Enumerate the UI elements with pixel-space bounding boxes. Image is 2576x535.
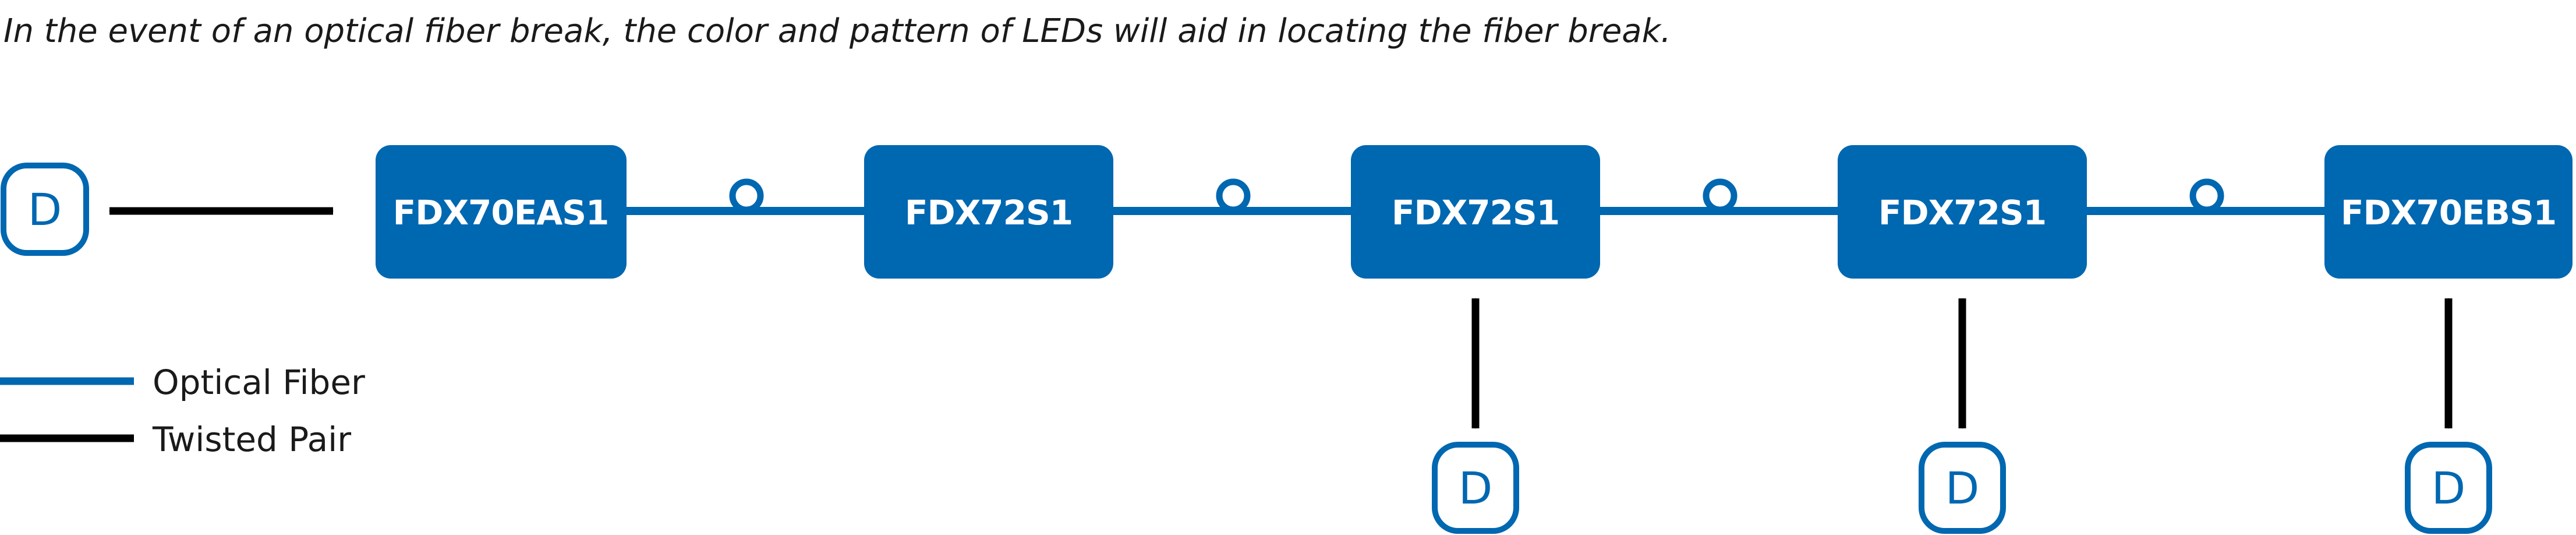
device-box — [1432, 442, 1519, 534]
led-indicators — [729, 178, 2224, 213]
device-letter: D — [1459, 462, 1493, 514]
converter-node-2: FDX72S1 — [864, 145, 1113, 279]
node-box — [1351, 145, 1600, 279]
device-letter: D — [1945, 462, 1980, 514]
converter-node-4: FDX72S1 — [1838, 145, 2087, 279]
converter-node-5: FDX70EBS1 — [2324, 145, 2573, 279]
end-device-4: D — [2405, 442, 2492, 534]
caption-text: In the event of an optical fiber break, … — [3, 12, 1671, 50]
legend: Optical Fiber Twisted Pair — [0, 362, 365, 459]
device-box — [1919, 442, 2006, 534]
node-label: FDX72S1 — [905, 193, 1073, 233]
device-letter: D — [2432, 462, 2466, 514]
device-letter: D — [28, 184, 62, 235]
end-device-2: D — [1432, 442, 1519, 534]
converter-node-1: FDX70EAS1 — [376, 145, 627, 279]
twisted-pair-links — [109, 207, 2453, 429]
node-label: FDX72S1 — [1392, 193, 1559, 233]
node-label: FDX70EAS1 — [393, 193, 609, 233]
legend-twisted-pair-label: Twisted Pair — [152, 420, 351, 459]
node-box — [864, 145, 1113, 279]
node-box — [1838, 145, 2087, 279]
legend-optical-fiber-label: Optical Fiber — [153, 362, 365, 402]
led-ring-icon — [729, 178, 764, 213]
converter-node-3: FDX72S1 — [1351, 145, 1600, 279]
end-device-3: D — [1919, 442, 2006, 534]
led-ring-icon — [1703, 178, 1738, 213]
node-label: FDX72S1 — [1878, 193, 2046, 233]
led-ring-icon — [1216, 178, 1251, 213]
node-label: FDX70EBS1 — [2341, 193, 2556, 233]
device-box — [2405, 442, 2492, 534]
node-box — [376, 145, 627, 279]
device-box — [1, 163, 89, 256]
led-ring-icon — [2189, 178, 2224, 213]
end-device-1: D — [1, 163, 89, 256]
node-box — [2324, 145, 2573, 279]
